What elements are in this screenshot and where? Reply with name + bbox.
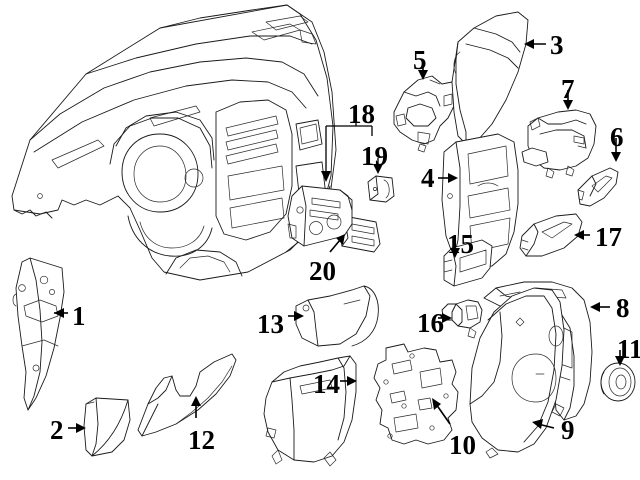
part-2-artwork [83, 397, 131, 457]
callout-label-5: 5 [413, 45, 427, 75]
leader-11 [615, 350, 625, 366]
callout-label-12: 12 [188, 425, 215, 455]
callout-label-10: 10 [449, 430, 476, 460]
part-17-artwork [519, 213, 583, 257]
part-4-artwork [441, 133, 519, 269]
leader-3 [524, 39, 546, 49]
part-3-artwork [451, 11, 529, 145]
part-11-artwork [600, 362, 636, 402]
callout-label-4: 4 [421, 163, 435, 193]
part-10-artwork [373, 343, 459, 445]
part-9-artwork [469, 287, 565, 459]
part-5-artwork [393, 75, 457, 153]
leader-7 [563, 90, 573, 110]
callout-label-11: 11 [617, 334, 640, 364]
callout-label-7: 7 [561, 74, 575, 104]
leader-5 [418, 60, 428, 80]
callout-label-20: 20 [309, 256, 336, 286]
callout-label-6: 6 [610, 122, 624, 152]
leader-1 [54, 308, 68, 318]
part-14-artwork [263, 355, 357, 467]
callout-label-13: 13 [257, 309, 284, 339]
leader-8 [590, 302, 610, 312]
callout-label-8: 8 [616, 293, 630, 323]
leader-2 [68, 423, 86, 433]
callout-label-14: 14 [313, 369, 340, 399]
leader-4 [438, 173, 458, 183]
part-13-artwork [295, 285, 379, 347]
leader-20 [329, 234, 345, 253]
callout-label-19: 19 [361, 141, 388, 171]
callout-label-18: 18 [348, 99, 375, 129]
leader-19 [371, 126, 383, 174]
leader-10 [432, 398, 451, 425]
callout-label-9: 9 [561, 415, 575, 445]
part-7-artwork [521, 109, 597, 179]
callout-label-3: 3 [550, 30, 564, 60]
leader-9 [532, 419, 555, 429]
leader-18 [321, 114, 372, 182]
leader-6 [611, 138, 621, 162]
leader-16 [438, 313, 452, 323]
leader-12 [191, 396, 201, 418]
callout-label-15: 15 [447, 229, 474, 259]
leader-15 [450, 244, 460, 258]
callout-label-1: 1 [72, 301, 86, 331]
instrument-panel-assembly [11, 4, 337, 281]
leader-13 [288, 311, 304, 321]
callout-label-2: 2 [50, 415, 64, 445]
part-12-artwork [137, 353, 237, 437]
leader-14 [340, 376, 357, 386]
callout-label-16: 16 [417, 308, 444, 338]
callout-label-17: 17 [595, 222, 622, 252]
leader-17 [574, 230, 590, 240]
part-6-artwork [577, 167, 619, 207]
part-1-artwork [12, 257, 65, 411]
part-18-artwork [287, 185, 353, 247]
part-19-artwork [367, 175, 395, 203]
